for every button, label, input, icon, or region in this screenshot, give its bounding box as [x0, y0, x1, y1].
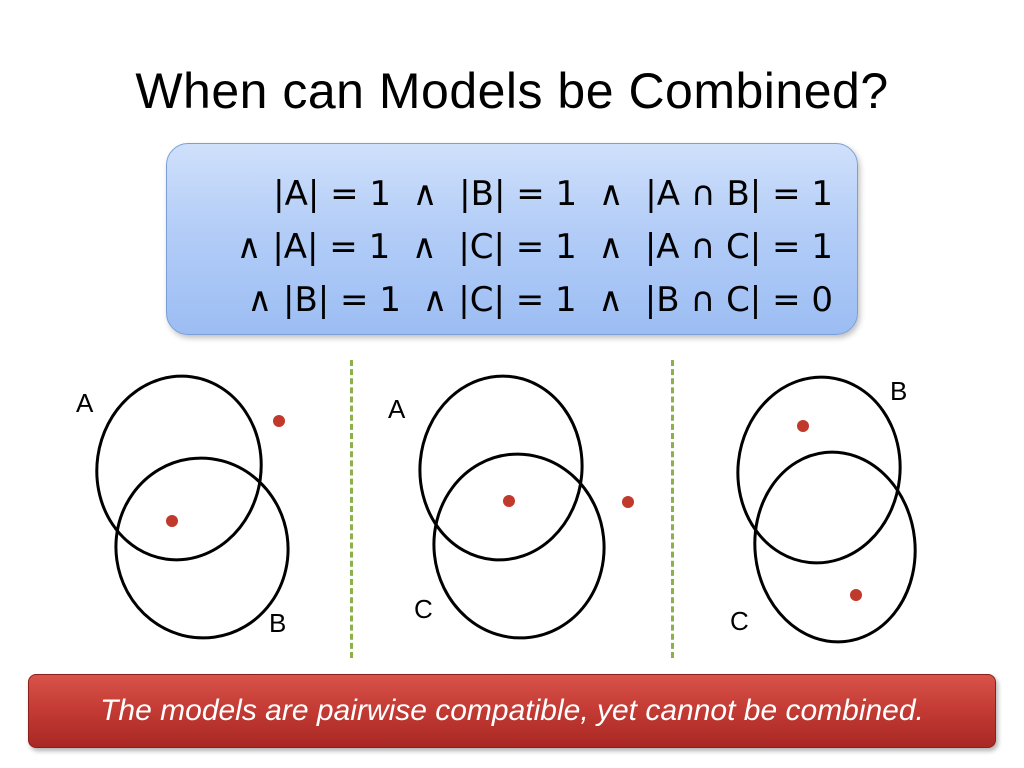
venn-ab-svg [95, 374, 290, 640]
set-b-ellipse [114, 456, 290, 640]
model-point [850, 589, 862, 601]
formula-line-2: ∧ |A| = 1 ∧ |C| = 1 ∧ |A ∩ C| = 1 [236, 227, 833, 267]
venn-diagram-bc: B C [700, 360, 1000, 660]
set-a-ellipse [418, 374, 584, 562]
slide-title: When can Models be Combined? [135, 63, 889, 119]
model-point [622, 496, 634, 508]
set-a-ellipse [95, 374, 263, 562]
model-point [166, 515, 178, 527]
set-c-ellipse [432, 452, 606, 640]
conclusion-banner: The models are pairwise compatible, yet … [28, 674, 996, 748]
set-c-ellipse [753, 450, 917, 644]
venn-diagram-ac: A C [380, 360, 680, 660]
model-point [797, 420, 809, 432]
formula-line-3: ∧ |B| = 1 ∧ |C| = 1 ∧ |B ∩ C| = 0 [247, 280, 833, 320]
model-point [273, 415, 285, 427]
model-point [503, 495, 515, 507]
venn-diagram-ab: A B [60, 360, 360, 660]
set-label-top: A [388, 394, 406, 424]
set-label-bottom: B [269, 608, 287, 638]
formula-line-1: |A| = 1 ∧ |B| = 1 ∧ |A ∩ B| = 1 [273, 174, 833, 214]
dashed-divider [671, 360, 674, 658]
set-b-ellipse [736, 375, 902, 565]
set-label-bottom: C [730, 606, 749, 636]
set-label-bottom: C [414, 594, 433, 624]
venn-ac-svg [418, 374, 634, 640]
banner-text: The models are pairwise compatible, yet … [100, 694, 924, 727]
venn-bc-svg [736, 375, 917, 644]
formula-box: |A| = 1 ∧ |B| = 1 ∧ |A ∩ B| = 1 ∧ |A| = … [166, 143, 858, 335]
set-label-top: B [890, 376, 908, 406]
set-label-top: A [76, 388, 94, 418]
dashed-divider [350, 360, 353, 658]
